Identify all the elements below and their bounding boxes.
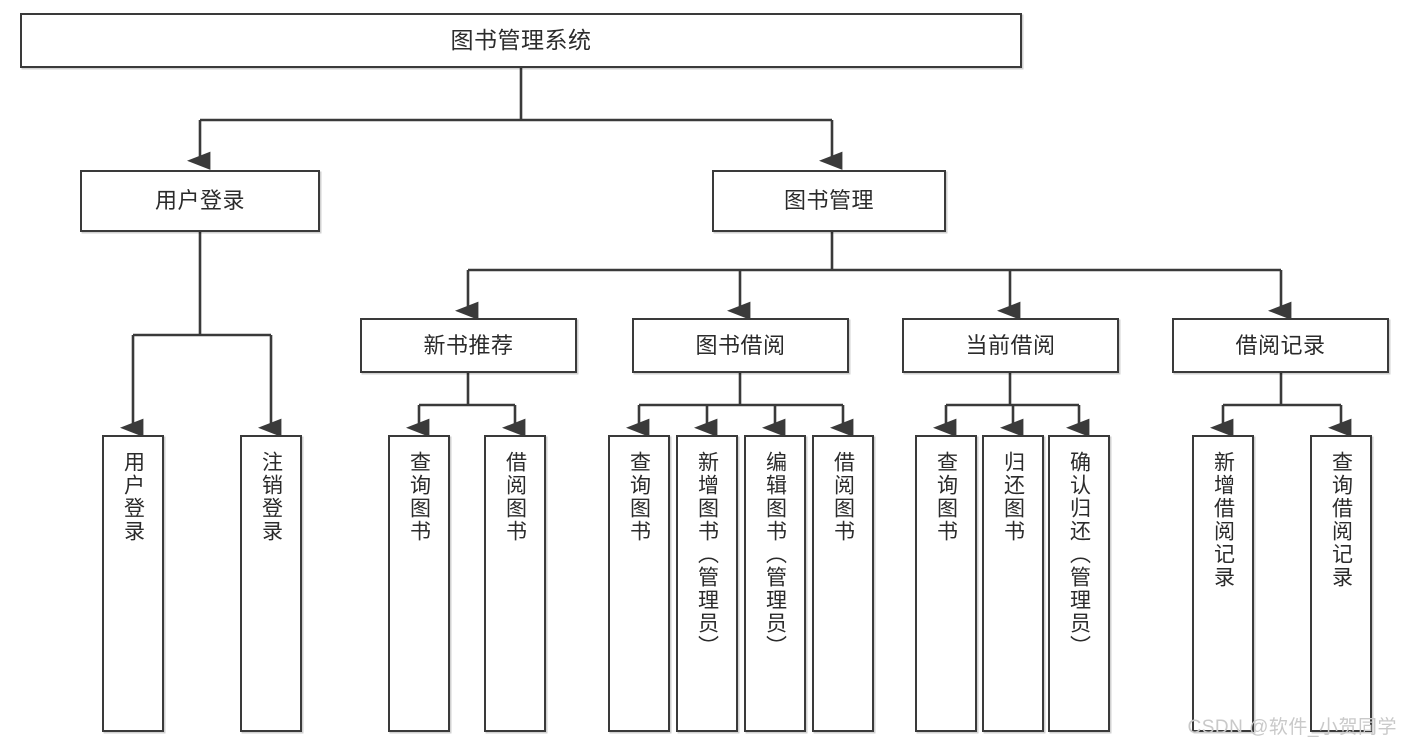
node-leaf-query-book-2-label: 查询图书 [627,451,651,543]
node-leaf-query-book-1-label: 查询图书 [407,451,431,543]
node-root[interactable]: 图书管理系统 [20,13,1022,68]
node-user-login-label: 用户登录 [154,188,245,214]
node-book-borrow-label: 图书借阅 [695,332,786,358]
node-leaf-borrow-book-1-label: 借阅图书 [503,451,527,543]
node-leaf-query-book-3-label: 查询图书 [934,451,958,543]
node-borrow-record[interactable]: 借阅记录 [1172,318,1389,373]
node-leaf-add-record-label: 新增借阅记录 [1211,451,1235,589]
node-leaf-borrow-book-1[interactable]: 借阅图书 [484,435,546,732]
node-leaf-borrow-book-2-label: 借阅图书 [831,451,855,543]
node-leaf-user-login-label: 用户登录 [121,451,145,543]
node-root-label: 图书管理系统 [450,26,592,53]
node-leaf-query-book-1[interactable]: 查询图书 [388,435,450,732]
node-book-management[interactable]: 图书管理 [712,170,946,232]
node-current-borrow-label: 当前借阅 [965,332,1056,358]
node-current-borrow[interactable]: 当前借阅 [902,318,1119,373]
node-leaf-add-book[interactable]: 新增图书（管理员） [676,435,738,732]
node-leaf-query-book-2[interactable]: 查询图书 [608,435,670,732]
node-leaf-borrow-book-2[interactable]: 借阅图书 [812,435,874,732]
node-leaf-return-book[interactable]: 归还图书 [982,435,1044,732]
node-leaf-query-book-3[interactable]: 查询图书 [915,435,977,732]
node-leaf-confirm-return[interactable]: 确认归还（管理员） [1048,435,1110,732]
node-leaf-edit-book[interactable]: 编辑图书（管理员） [744,435,806,732]
watermark-text: CSDN @软件_小贺同学 [1187,717,1397,738]
node-leaf-confirm-return-label: 确认归还（管理员） [1067,451,1091,658]
node-new-book-recommend[interactable]: 新书推荐 [360,318,577,373]
node-leaf-add-book-label: 新增图书（管理员） [695,451,719,658]
node-leaf-user-logout-label: 注销登录 [259,451,283,543]
node-leaf-edit-book-label: 编辑图书（管理员） [763,451,787,658]
node-book-management-label: 图书管理 [783,188,874,214]
node-leaf-return-book-label: 归还图书 [1001,451,1025,543]
node-user-login[interactable]: 用户登录 [80,170,320,232]
node-new-book-recommend-label: 新书推荐 [423,332,514,358]
node-borrow-record-label: 借阅记录 [1235,332,1326,358]
node-leaf-user-logout[interactable]: 注销登录 [240,435,302,732]
node-leaf-query-record-label: 查询借阅记录 [1329,451,1353,589]
node-leaf-user-login[interactable]: 用户登录 [102,435,164,732]
node-leaf-add-record[interactable]: 新增借阅记录 [1192,435,1254,732]
node-leaf-query-record[interactable]: 查询借阅记录 [1310,435,1372,732]
node-book-borrow[interactable]: 图书借阅 [632,318,849,373]
